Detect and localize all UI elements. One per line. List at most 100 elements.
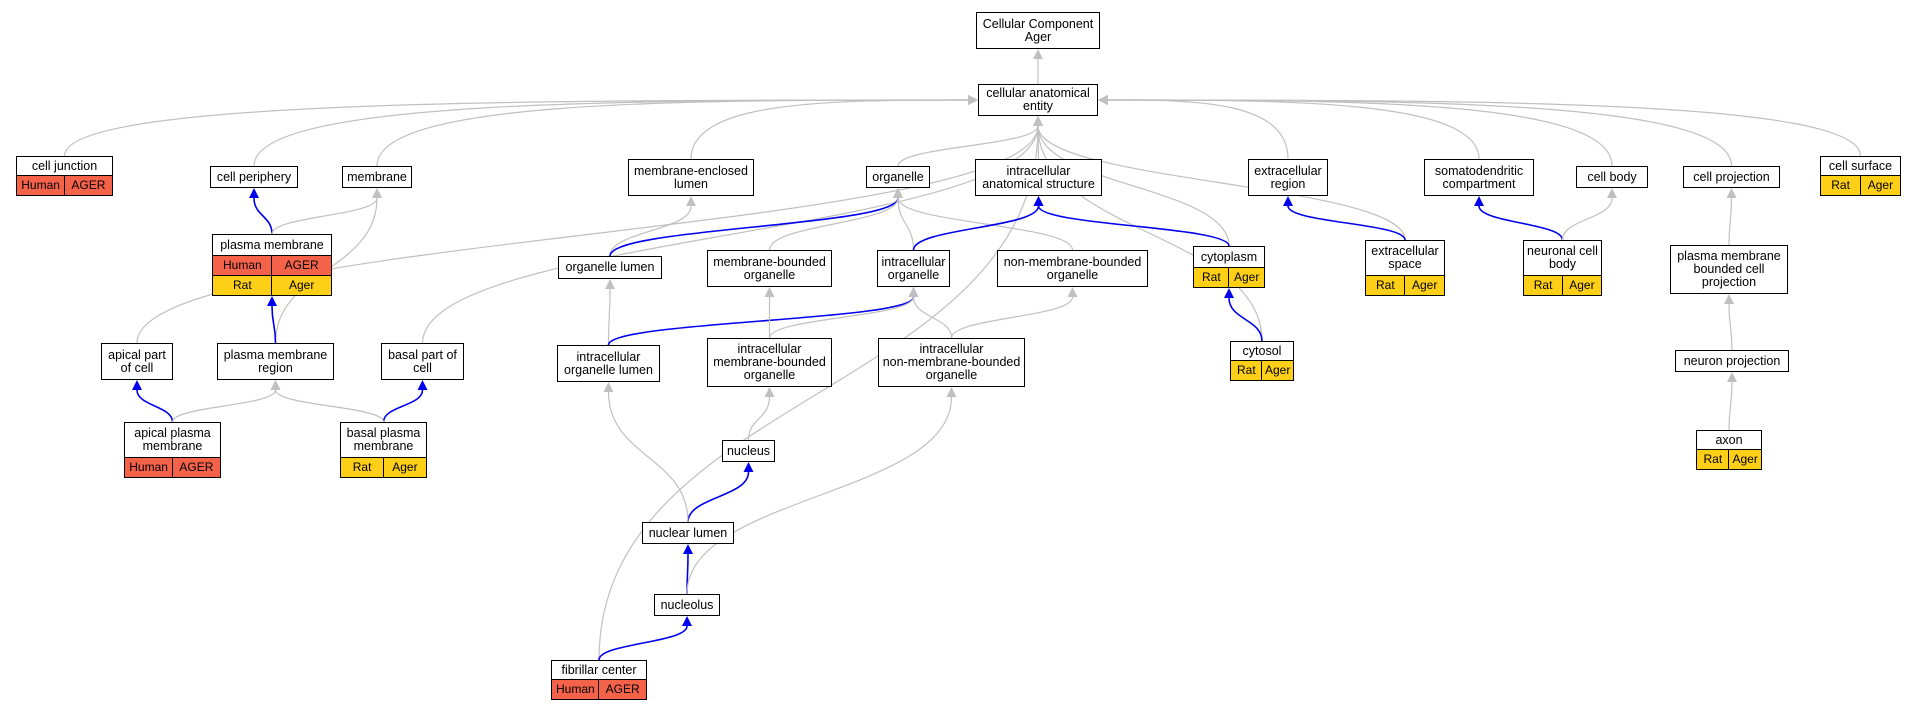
- node-label: extracellular region: [1248, 159, 1328, 196]
- node-label: basal part of cell: [381, 343, 464, 380]
- node-root[interactable]: Cellular Component Ager: [976, 12, 1100, 49]
- node-label: nucleus: [722, 440, 775, 462]
- node-cellular-anatomical-entity[interactable]: cellular anatomical entity: [978, 84, 1098, 116]
- node-label: somatodendritic compartment: [1424, 159, 1534, 196]
- edge-arrowhead: [908, 287, 919, 297]
- edge-is-a: [171, 389, 277, 423]
- node-nucleus[interactable]: nucleus: [722, 440, 775, 462]
- gene-cell: Ager: [1228, 266, 1266, 288]
- node-extracellular-region[interactable]: extracellular region: [1248, 159, 1328, 196]
- gene-cell: AGER: [598, 678, 648, 700]
- node-organelle[interactable]: organelle: [866, 166, 930, 188]
- species-cell: Rat: [1193, 266, 1230, 288]
- species-cell: Human: [212, 254, 273, 276]
- node-membrane[interactable]: membrane: [342, 166, 412, 188]
- node-label: plasma membrane: [212, 234, 332, 256]
- node-intracellular-membrane-bounded-organelle[interactable]: intracellular membrane-bounded organelle: [707, 338, 832, 387]
- species-cell: Rat: [1523, 274, 1564, 296]
- species-cell: Rat: [340, 456, 385, 478]
- node-label: basal plasma membrane: [340, 422, 427, 458]
- node-label: plasma membrane bounded cell projection: [1670, 245, 1788, 294]
- species-cell: Human: [551, 678, 600, 700]
- edge-is-a: [607, 288, 611, 346]
- node-label: cell junction: [16, 156, 113, 176]
- node-label: axon: [1696, 430, 1762, 450]
- edge-is-a: [768, 296, 915, 339]
- gene-cell: AGER: [171, 456, 222, 478]
- node-neuron-projection[interactable]: neuron projection: [1675, 350, 1789, 372]
- node-label: cell body: [1576, 166, 1648, 188]
- edge-arrowhead: [603, 382, 614, 392]
- species-cell: Rat: [1230, 359, 1263, 381]
- edge-arrowhead: [968, 95, 978, 105]
- node-basal-part-of-cell[interactable]: basal part of cell: [381, 343, 464, 380]
- edge-is-a: [376, 99, 969, 167]
- node-nucleolus[interactable]: nucleolus: [654, 594, 720, 616]
- node-intracellular-organelle-lumen[interactable]: intracellular organelle lumen: [557, 345, 660, 382]
- edge-is-a: [1107, 99, 1733, 167]
- edge-arrowhead: [893, 188, 903, 198]
- node-non-membrane-bounded-organelle[interactable]: non-membrane-bounded organelle: [997, 250, 1148, 287]
- edge-is-a: [686, 396, 953, 595]
- node-cell-body[interactable]: cell body: [1576, 166, 1648, 188]
- edge-is-a: [63, 99, 969, 157]
- edge-is-a: [1728, 197, 1733, 246]
- edge-part-of: [1228, 297, 1263, 342]
- species-cell: Rat: [212, 274, 273, 296]
- node-intracellular-anatomical-structure[interactable]: intracellular anatomical structure: [975, 159, 1102, 196]
- node-nuclear-lumen[interactable]: nuclear lumen: [642, 522, 734, 544]
- node-label: membrane: [342, 166, 412, 188]
- edge-is-a: [1728, 303, 1733, 351]
- edge-is-a: [897, 125, 1039, 167]
- edge-arrowhead: [1607, 188, 1617, 198]
- node-membrane-enclosed-lumen[interactable]: membrane-enclosed lumen: [628, 159, 754, 196]
- node-label: nucleolus: [654, 594, 720, 616]
- node-intracellular-non-membrane-bounded-organelle[interactable]: intracellular non-membrane-bounded organ…: [878, 338, 1025, 387]
- edge-arrowhead: [1727, 372, 1737, 382]
- node-label: extracellular space: [1365, 240, 1445, 276]
- species-cell: Rat: [1365, 274, 1406, 296]
- node-label: cell periphery: [210, 166, 298, 188]
- gene-cell: AGER: [271, 254, 333, 276]
- edge-arrowhead: [764, 387, 775, 397]
- node-label: cellular anatomical entity: [978, 84, 1098, 116]
- edge-arrowhead: [372, 188, 382, 198]
- node-plasma-membrane-region[interactable]: plasma membrane region: [217, 343, 334, 380]
- node-somatodendritic-compartment[interactable]: somatodendritic compartment: [1424, 159, 1534, 196]
- node-apical-part-of-cell[interactable]: apical part of cell: [101, 343, 173, 380]
- node-plasma-membrane-bounded-cell-projection[interactable]: plasma membrane bounded cell projection: [1670, 245, 1788, 294]
- edge-arrowhead: [1283, 196, 1293, 206]
- node-label: apical part of cell: [101, 343, 173, 380]
- node-membrane-bounded-organelle[interactable]: membrane-bounded organelle: [707, 250, 832, 287]
- node-organelle-lumen[interactable]: organelle lumen: [558, 256, 662, 279]
- node-cell-periphery[interactable]: cell periphery: [210, 166, 298, 188]
- gene-cell: Ager: [1261, 359, 1295, 381]
- node-label: fibrillar center: [551, 660, 647, 680]
- gene-cell: Ager: [1404, 274, 1446, 296]
- node-label: organelle lumen: [558, 256, 662, 279]
- edge-is-a: [1107, 99, 1289, 160]
- node-label: apical plasma membrane: [124, 422, 221, 458]
- node-intracellular-organelle[interactable]: intracellular organelle: [877, 250, 950, 287]
- edge-arrowhead: [1033, 196, 1044, 206]
- node-cell-projection[interactable]: cell projection: [1683, 166, 1780, 188]
- species-cell: Rat: [1820, 174, 1862, 196]
- edge-is-a: [747, 396, 771, 441]
- edge-arrowhead: [682, 616, 692, 626]
- edge-arrowhead: [1033, 116, 1043, 126]
